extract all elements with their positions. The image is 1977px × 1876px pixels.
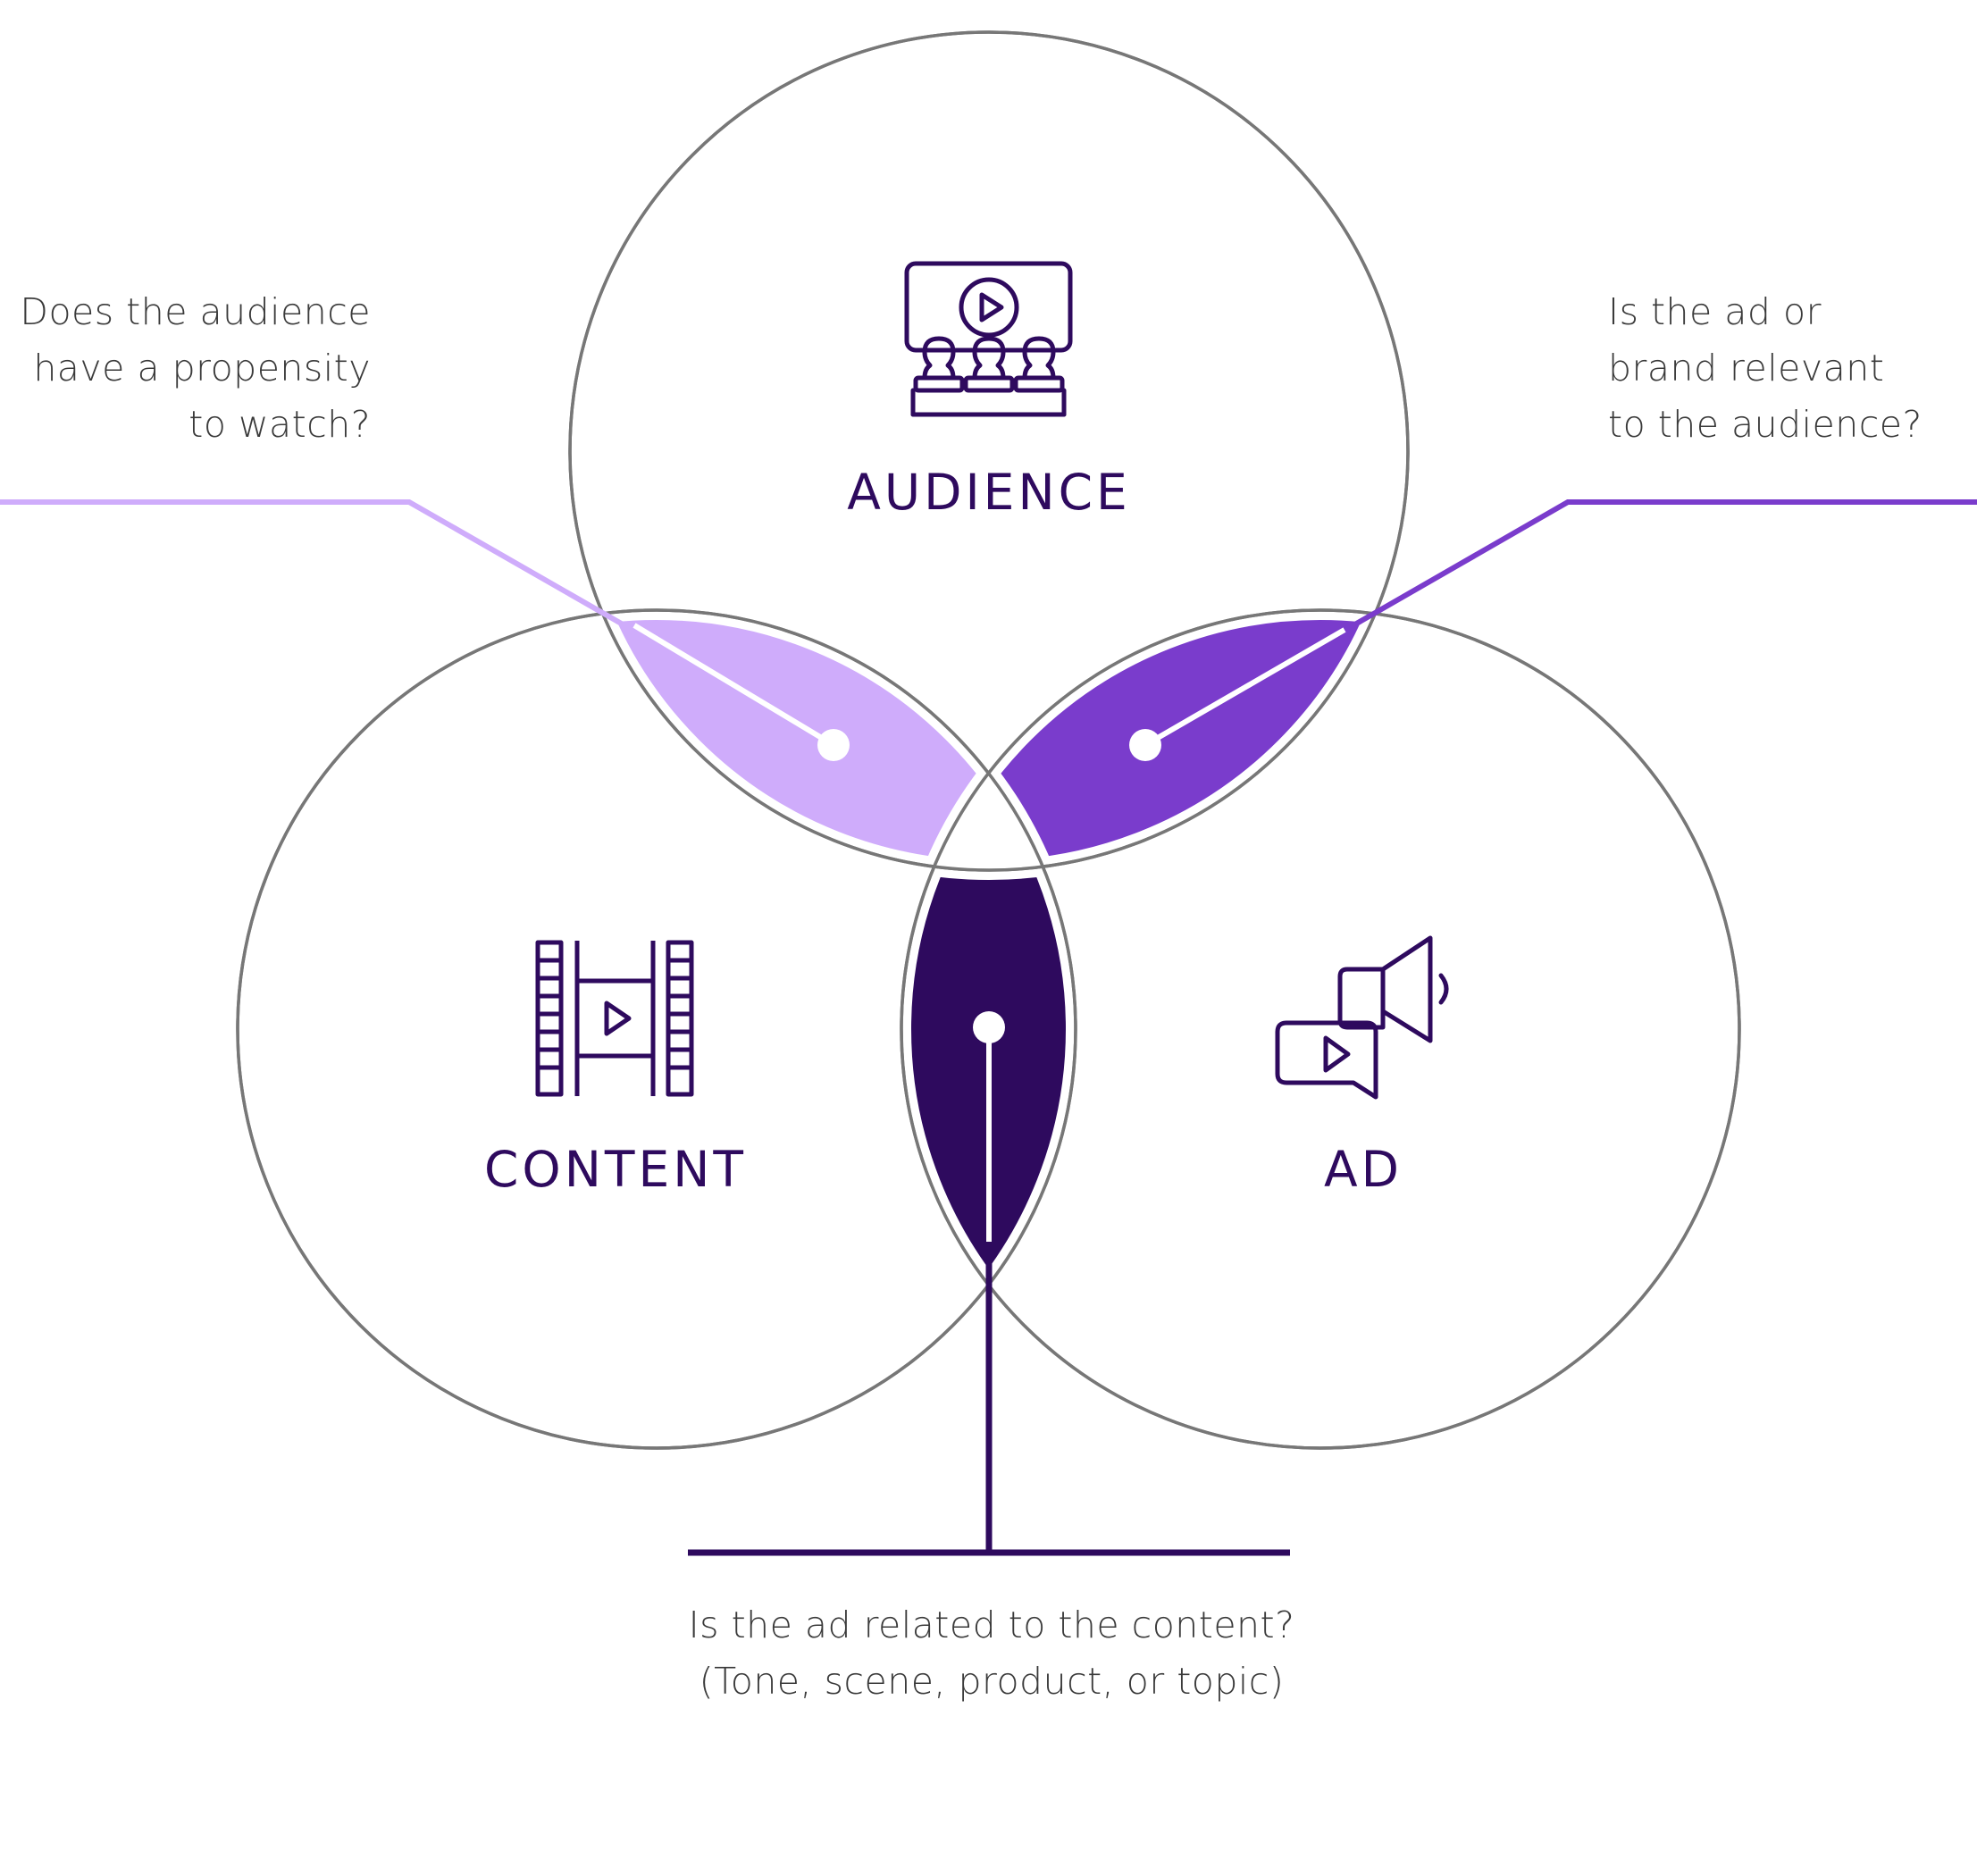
question-content-ad: Is the ad related to the content? (Tone,…	[688, 1604, 1295, 1703]
film-strip-icon	[535, 940, 694, 1097]
question-audience-content: Does the audience have a propensity to w…	[20, 290, 371, 446]
megaphone-video-icon	[1275, 935, 1449, 1100]
content-ad-dot	[973, 1011, 1005, 1043]
ad-label: AD	[1324, 1141, 1403, 1198]
audience-label: AUDIENCE	[847, 464, 1131, 521]
audience-ad-dot	[1129, 729, 1161, 761]
content-label: CONTENT	[484, 1141, 747, 1198]
question-audience-ad: Is the ad or brand relevant to the audie…	[1608, 290, 1923, 446]
audience-screen-icon	[904, 261, 1073, 417]
leader-audience-content	[0, 499, 835, 748]
audience-content-dot	[817, 729, 850, 761]
